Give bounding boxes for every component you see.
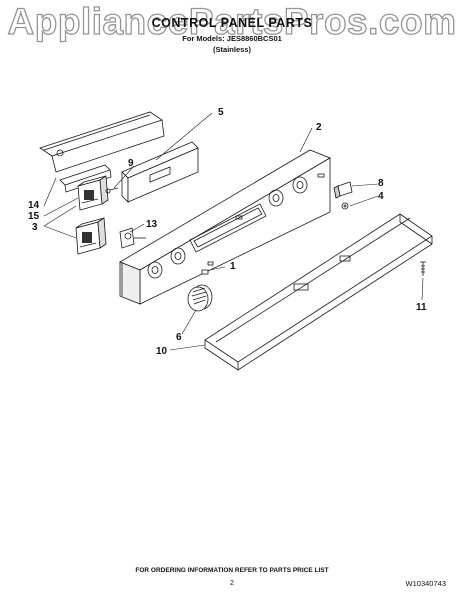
document-id: W10340743 [405, 579, 446, 588]
callout-13: 13 [146, 219, 158, 230]
leader-lines [43, 112, 424, 351]
finish-label: (Stainless) [213, 45, 251, 54]
spring-clip [201, 269, 209, 275]
callout-8: 8 [378, 178, 384, 189]
callout-4: 3 [32, 222, 38, 233]
screw-11 [420, 261, 426, 276]
switch-upper [77, 175, 109, 211]
callout-1: 1 [230, 261, 236, 272]
callout-5: 5 [218, 107, 224, 118]
callout-15: 15 [28, 211, 40, 222]
panel-support-rail [204, 213, 433, 371]
top-trim-strip [39, 111, 165, 173]
ordering-note: FOR ORDERING INFORMATION REFER TO PARTS … [135, 567, 329, 574]
callout-6: 6 [176, 332, 182, 343]
switch-lower [75, 217, 107, 255]
page-title: CONTROL PANEL PARTS [151, 16, 313, 30]
callout-3: 4 [378, 191, 384, 202]
screw-3 [341, 202, 349, 210]
callout-10: 10 [156, 346, 168, 357]
infinite-switch [119, 227, 146, 249]
callout-14: 14 [28, 200, 40, 211]
control-overlay [121, 141, 199, 203]
callout-9: 9 [128, 158, 134, 169]
callout-11: 11 [416, 302, 427, 313]
screw-9 [105, 187, 119, 194]
callout-2: 2 [316, 122, 322, 133]
model-number: For Models: JES8860BCS01 [182, 34, 282, 43]
mounting-bracket [333, 181, 353, 199]
control-knob [187, 284, 213, 312]
page-number: 2 [230, 580, 234, 587]
control-panel [119, 149, 331, 305]
